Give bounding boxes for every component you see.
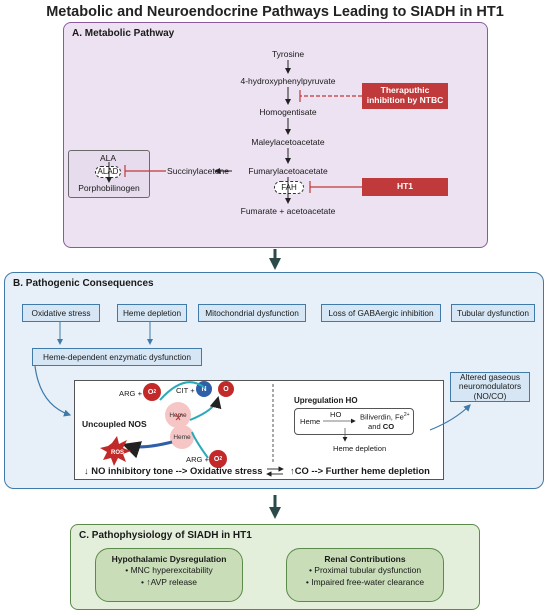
hypothalamic-item: • MNC hyperexcitability <box>125 565 213 576</box>
co-summary: ↑CO --> Further heme depletion <box>290 465 430 476</box>
ros-burst-icon: ROS <box>100 436 131 466</box>
panel-c-title: C. Pathophysiology of SIADH in HT1 <box>79 530 252 541</box>
renal-item: • Impaired free-water clearance <box>305 576 425 587</box>
consequence-mitochondrial-dysfunction: Mitochondrial dysfunction <box>198 304 306 322</box>
ho-products-co: and CO <box>368 422 395 431</box>
ho-arrows <box>323 418 356 442</box>
cit-label: CIT + <box>176 386 195 395</box>
metabolite-ala: ALA <box>99 153 117 163</box>
nos-cycle-arrows <box>122 381 222 459</box>
metabolite-succinylacetone: Succinylacetone <box>167 166 229 176</box>
ho-reaction-box <box>294 408 414 435</box>
hypothalamic-item: • ↑AVP release <box>140 576 198 587</box>
oxygen-atom-icon: O <box>218 381 234 397</box>
renal-contributions-box: Renal Contributions • Proximal tubular d… <box>286 548 444 602</box>
no-tone-summary: ↓ NO inhibitory tone --> Oxidative stres… <box>84 465 263 476</box>
ho-enzyme-label: HO <box>330 410 342 419</box>
mechanism-panel <box>74 380 444 480</box>
arg-top-label: ARG + <box>119 389 143 398</box>
hypothalamic-dysregulation-box: Hypothalamic Dysregulation • MNC hyperex… <box>95 548 243 602</box>
panel-b-connectors <box>34 322 471 431</box>
heme-top-icon: Heme <box>165 402 191 428</box>
ho-heme-label: Heme <box>300 417 321 426</box>
hypothalamic-title: Hypothalamic Dysregulation <box>111 554 227 564</box>
ala-pathway-box <box>68 150 150 198</box>
metabolite-maleylacetoacetate: Maleylacetoacetate <box>251 137 325 147</box>
metabolite-hppa: 4-hydroxyphenylpyruvate <box>240 76 336 86</box>
svg-text:ROS: ROS <box>111 450 124 456</box>
ntbc-inhibition-line <box>299 90 362 102</box>
altered-gaseous-neuromodulators: Altered gaseous neuromodulators (NO/CO) <box>450 372 530 402</box>
renal-item: • Proximal tubular dysfunction <box>308 565 422 576</box>
consequence-heme-depletion: Heme depletion <box>117 304 187 322</box>
metabolite-tyrosine: Tyrosine <box>271 49 305 59</box>
succinylacetone-inhibition-line <box>124 165 166 177</box>
metabolite-fumarate-acetoacetate: Fumarate + acetoacetate <box>240 206 336 216</box>
ht1-inhibition-line <box>309 181 362 193</box>
consequence-gabaergic: Loss of GABAergic inhibition <box>321 304 441 322</box>
panel-metabolic-pathway <box>63 22 488 248</box>
figure-title: Metabolic and Neuroendocrine Pathways Le… <box>46 4 504 20</box>
consequence-oxidative-stress: Oxidative stress <box>22 304 100 322</box>
ntbc-inhibition-box: Theraputhic inhibition by NTBC <box>362 83 448 109</box>
metabolite-fumarylacetoacetate: Fumarylacetoacetate <box>248 166 328 176</box>
ho-upregulation-title: Upregulation HO <box>294 396 358 405</box>
renal-title: Renal Contributions <box>324 554 406 564</box>
ho-products-label: Biliverdin, Fe2+ <box>360 412 410 422</box>
heme-enzymatic-dysfunction: Heme-dependent enzymatic dysfunction <box>32 348 202 366</box>
ho-heme-depletion: Heme depletion <box>333 444 387 453</box>
uncoupled-nos-label: Uncoupled NOS <box>82 419 147 429</box>
metabolite-porphobilinogen: Porphobilinogen <box>78 183 140 193</box>
metabolite-homogentisate: Homogentisate <box>259 107 317 117</box>
consequence-tubular-dysfunction: Tubular dysfunction <box>451 304 535 322</box>
panel-a-title: A. Metabolic Pathway <box>72 28 175 39</box>
panel-b-title: B. Pathogenic Consequences <box>13 278 154 289</box>
equilibrium-arrows <box>266 466 284 477</box>
metabolic-chain-arrows <box>106 60 291 204</box>
ht1-box: HT1 <box>362 178 448 196</box>
heme-uncoupled-icon: Heme <box>170 425 194 449</box>
fah-enzyme: FAH <box>274 181 304 194</box>
arg-bottom-label: ARG + <box>186 455 210 464</box>
